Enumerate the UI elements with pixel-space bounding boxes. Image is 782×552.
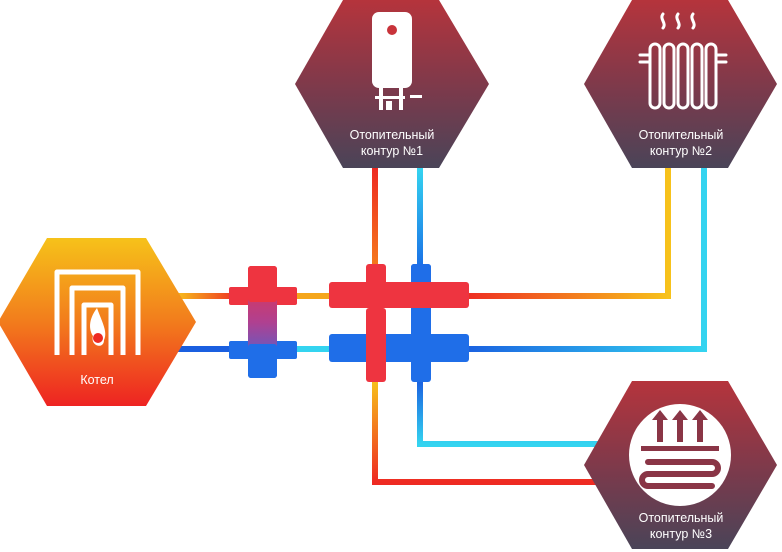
circuit1-label-line1: Отопительный [349, 128, 435, 142]
hydraulic-separator [229, 266, 297, 378]
circuit1-return-pipe [417, 168, 423, 268]
circuit2-label-line1: Отопительный [638, 128, 724, 142]
circuit3-node [584, 381, 777, 549]
boiler-icon [54, 269, 141, 355]
radiator-icon [638, 12, 728, 110]
boiler-node [0, 238, 196, 406]
water-heater-icon [372, 12, 422, 110]
boiler-label: Котел [80, 373, 114, 387]
circuit2-label-line2: контур №2 [649, 144, 713, 158]
circuit3-return-pipe [417, 380, 600, 447]
pipes [175, 168, 707, 485]
distribution-manifold [329, 264, 469, 382]
circuit1-label-line2: контур №1 [360, 144, 424, 158]
return-pipe-boiler [175, 346, 233, 352]
circuit2-return-pipe [462, 168, 707, 352]
circuit2-node [584, 0, 777, 168]
supply-pipe-boiler [175, 293, 233, 299]
return-pipe-mid [296, 346, 332, 352]
circuit1-supply-pipe [372, 168, 378, 268]
underfloor-heating-icon [629, 404, 731, 506]
circuit1-node [295, 0, 489, 168]
supply-pipe-mid [296, 293, 332, 299]
circuit3-supply-pipe [372, 380, 600, 485]
circuit2-supply-pipe [462, 168, 671, 299]
circuit3-label-line1: Отопительный [638, 511, 724, 525]
circuit3-label-line2: контур №3 [649, 527, 713, 541]
